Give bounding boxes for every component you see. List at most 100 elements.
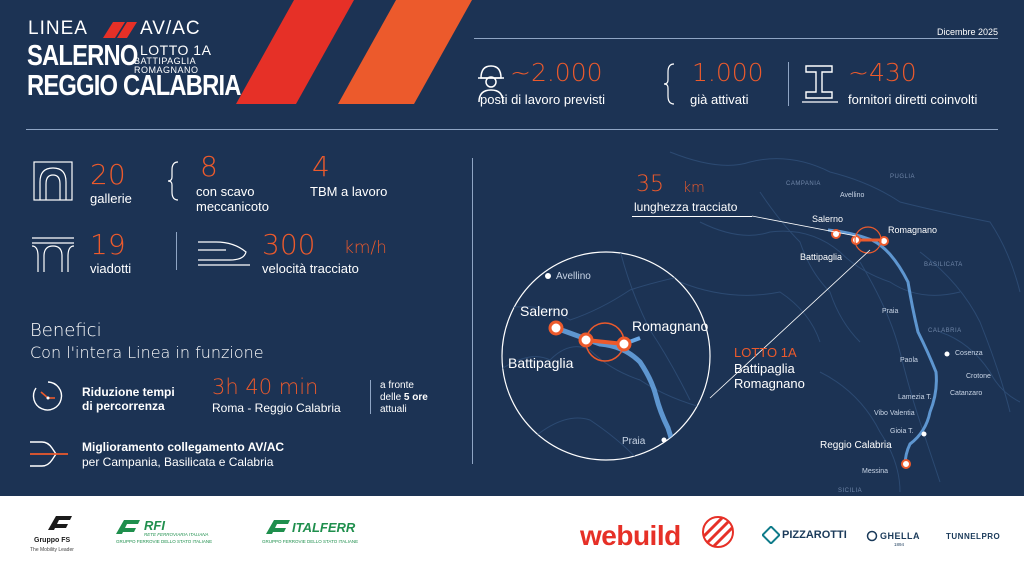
italferr-name: ITALFERR: [292, 520, 356, 535]
train-icon: [198, 241, 250, 266]
time-route: Roma - Reggio Calabria: [212, 401, 341, 415]
lotto-callout-title: LOTTO 1A: [734, 345, 797, 360]
velocita-label: velocità tracciato: [262, 261, 359, 276]
merge-arrows-icon: [30, 441, 68, 467]
tunnelpro-wordmark: TUNNELPRO: [946, 532, 1001, 541]
city-catanzaro: Catanzaro: [950, 390, 983, 397]
fs-tagline: The Mobility Leader: [30, 547, 74, 553]
title-reggio: REGGIO CALABRIA: [27, 70, 241, 102]
jobs-fornitori-value: ~430: [848, 58, 917, 87]
length-value: 35: [636, 172, 664, 197]
region-campania: CAMPANIA: [786, 181, 821, 187]
rfi-name: RFI: [144, 518, 165, 533]
zoom-praia-label: Praia: [622, 436, 646, 447]
zoom-salerno-label: Salerno: [520, 303, 569, 319]
jobs-attivati-label: già attivati: [690, 92, 749, 107]
city-praia: Praia: [882, 308, 899, 315]
zoom-circle-map: [501, 251, 711, 461]
map-salerno-label: Salerno: [812, 214, 844, 224]
steel-beam-icon: [802, 65, 838, 103]
jobs-fornitori-label: fornitori diretti coinvolti: [848, 92, 978, 107]
title-linea: LINEA: [28, 18, 88, 39]
stats-divider: [176, 232, 177, 270]
gallerie-label: gallerie: [90, 191, 132, 206]
region-sicilia: SICILIA: [838, 488, 863, 494]
tbm-label: TBM a lavoro: [310, 184, 388, 199]
section-divider: [26, 129, 998, 130]
header-stripes-graphic: [236, 0, 472, 104]
city-gioia: Gioia T.: [890, 428, 914, 435]
title-avac: AV/AC: [140, 18, 201, 39]
zoom-romagnano-label: Romagnano: [632, 318, 709, 334]
scavo-value: 8: [200, 150, 218, 183]
rfi-line2: GRUPPO FERROVIE DELLO STATO ITALIANE: [116, 539, 213, 544]
fs-logo-icon: [48, 516, 72, 530]
title-battipaglia: BATTIPAGLIA: [134, 56, 197, 66]
map-reggio-label: Reggio Calabria: [820, 440, 892, 451]
pizzarotti-wordmark: PIZZAROTTI: [782, 529, 847, 541]
benefici-subtitle: Con l'intera Linea in funzione: [30, 343, 264, 362]
ghella-logo-icon: [866, 530, 878, 542]
city-lamezia: Lamezia T.: [898, 394, 932, 401]
webuild-wordmark: webuild: [580, 520, 681, 551]
webuild-logo-icon: [702, 516, 734, 548]
tunnel-icon: [33, 161, 73, 201]
pizzarotti-logo-icon: [762, 526, 780, 544]
length-label: lunghezza tracciato: [634, 200, 738, 214]
compare-line2: delle 5 ore: [380, 392, 428, 403]
compare-line3: attuali: [380, 404, 407, 415]
brace-icon: [663, 63, 675, 105]
italferr-line: GRUPPO FERROVIE DELLO STATO ITALIANE: [262, 539, 359, 544]
tbm-value: 4: [312, 150, 330, 183]
benefici-title: Benefici: [30, 320, 102, 341]
riduzione-line2: di percorrenza: [82, 399, 165, 413]
zoom-avellino-label: Avellino: [556, 271, 591, 282]
time-divider: [370, 380, 371, 414]
map-battipaglia-label: Battipaglia: [800, 252, 843, 262]
city-avellino: Avellino: [840, 192, 865, 199]
region-basilicata: BASILICATA: [924, 262, 963, 268]
italy-map: [669, 151, 1021, 493]
scavo-label-2: meccanicoto: [196, 199, 269, 214]
viadotti-value: 19: [90, 228, 126, 261]
infographic-panel: LINEA AV/AC SALERNO REGGIO CALABRIA LOTT…: [0, 0, 1024, 496]
city-cosenza: Cosenza: [955, 350, 983, 357]
title-stripe-icon: [103, 22, 137, 38]
viaduct-icon: [31, 237, 75, 272]
lotto-callout-line2: Romagnano: [734, 376, 805, 391]
city-vibo: Vibo Valentia: [874, 410, 915, 417]
title-salerno: SALERNO: [27, 40, 138, 72]
zoom-connector-lines: [709, 215, 871, 399]
zoom-battipaglia-label: Battipaglia: [508, 355, 574, 371]
rfi-line1: RETE FERROVIARIA ITALIANA: [144, 532, 209, 537]
header-divider: [474, 38, 998, 39]
miglioramento-rest: per Campania, Basilicata e Calabria: [82, 455, 274, 469]
title-romagnano: ROMAGNANO: [134, 65, 199, 75]
riduzione-line1: Riduzione tempi: [82, 385, 175, 399]
jobs-posti-label: posti di lavoro previsti: [480, 92, 605, 107]
ghella-wordmark: GHELLA: [880, 531, 920, 541]
jobs-divider: [788, 62, 789, 106]
italferr-logo-icon: [266, 520, 290, 534]
city-messina: Messina: [862, 468, 889, 475]
city-crotone: Crotone: [966, 373, 991, 380]
ghella-sub: 1894: [894, 542, 905, 547]
viadotti-label: viadotti: [90, 261, 132, 276]
jobs-attivati-value: 1.000: [692, 58, 764, 87]
gallerie-value: 20: [90, 158, 126, 191]
worker-icon: [478, 65, 504, 102]
rfi-logo-icon: [116, 520, 140, 534]
time-value: 3h 40 min: [212, 375, 319, 399]
scavo-label-1: con scavo: [196, 184, 255, 199]
velocita-unit: km/h: [344, 238, 387, 258]
region-puglia: PUGLIA: [890, 174, 916, 180]
length-unit: km: [683, 180, 705, 196]
fs-brand: Gruppo FS: [34, 537, 71, 544]
region-calabria: CALABRIA: [928, 328, 962, 334]
velocita-value: 300: [262, 228, 316, 261]
lotto-callout-line1: Battipaglia: [734, 361, 795, 376]
jobs-posti-value: ~2.000: [510, 58, 603, 87]
compare-line1: a fronte: [380, 380, 414, 391]
map-romagnano-label: Romagnano: [888, 225, 938, 235]
vertical-divider: [472, 158, 473, 464]
